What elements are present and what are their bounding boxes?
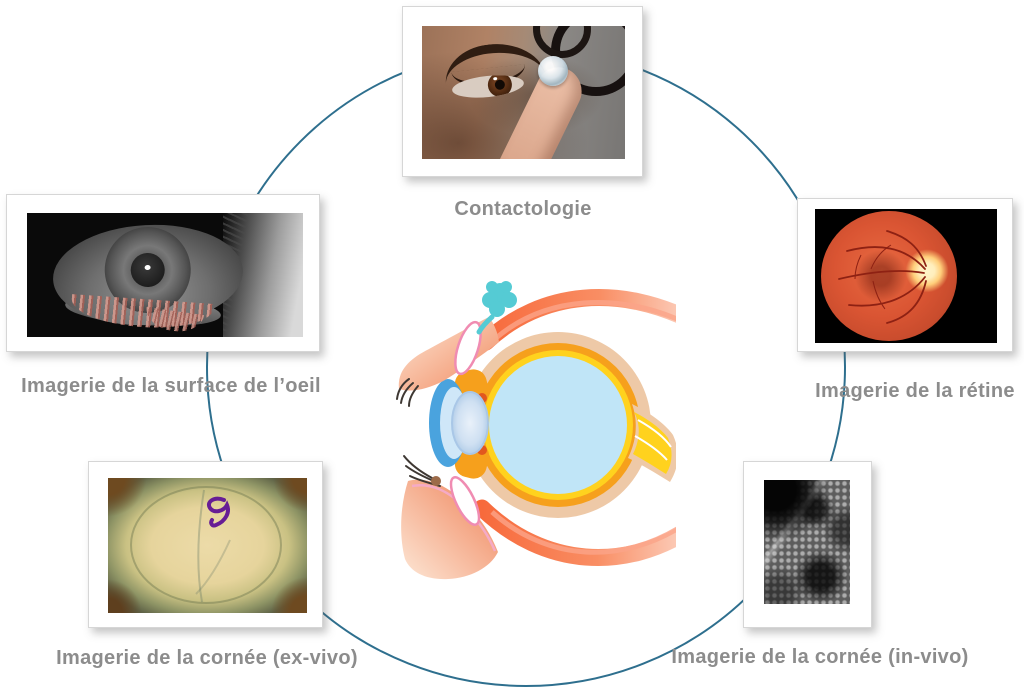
lacrimal-gland xyxy=(476,281,517,335)
eye-anatomy-illustration xyxy=(396,281,676,580)
pupil-shape xyxy=(129,252,166,288)
optic-nerve xyxy=(628,404,676,482)
upper-eyelashes xyxy=(396,378,419,407)
fundus-disc xyxy=(821,211,957,341)
pupil-shape xyxy=(494,79,506,91)
node-card-surface-oeil xyxy=(6,194,320,352)
specular-highlight xyxy=(144,264,151,271)
hair-curl-small xyxy=(533,26,591,58)
upper-eyelid-tarsus xyxy=(454,320,482,376)
cornea-markings xyxy=(195,489,231,603)
node-card-retine xyxy=(797,198,1013,352)
retina-vessels xyxy=(838,230,927,324)
eye-surface-grayscale-photo xyxy=(27,213,303,337)
node-card-contactologie xyxy=(402,6,643,177)
contact-lens-insertion-photo xyxy=(422,26,625,159)
node-label-retine: Imagerie de la rétine xyxy=(815,380,1015,402)
contact-lens-shape xyxy=(538,56,568,86)
eyelids-and-skin xyxy=(396,317,499,580)
eye-muscles xyxy=(473,289,676,567)
ink-squiggle xyxy=(207,496,230,528)
node-label-cornee-ex-vivo: Imagerie de la cornée (ex-vivo) xyxy=(56,647,358,669)
lens-shape xyxy=(451,391,489,455)
retina-fundus-photo xyxy=(815,209,997,343)
node-label-cornee-in-vivo: Imagerie de la cornée (in-vivo) xyxy=(671,646,969,668)
node-card-cornee-in-vivo xyxy=(743,461,872,628)
node-label-surface-oeil: Imagerie de la surface de l’oeil xyxy=(21,375,321,397)
node-label-contactologie: Contactologie xyxy=(454,198,592,220)
cornea-ex-vivo-photo xyxy=(108,478,307,613)
cornea-outline xyxy=(130,486,282,604)
eyeball xyxy=(465,332,651,518)
cornea-confocal-in-vivo-photo xyxy=(764,480,850,604)
node-card-cornee-ex-vivo xyxy=(88,461,323,628)
lower-eyelid-tarsus xyxy=(449,476,481,526)
anterior-segment xyxy=(429,369,490,479)
